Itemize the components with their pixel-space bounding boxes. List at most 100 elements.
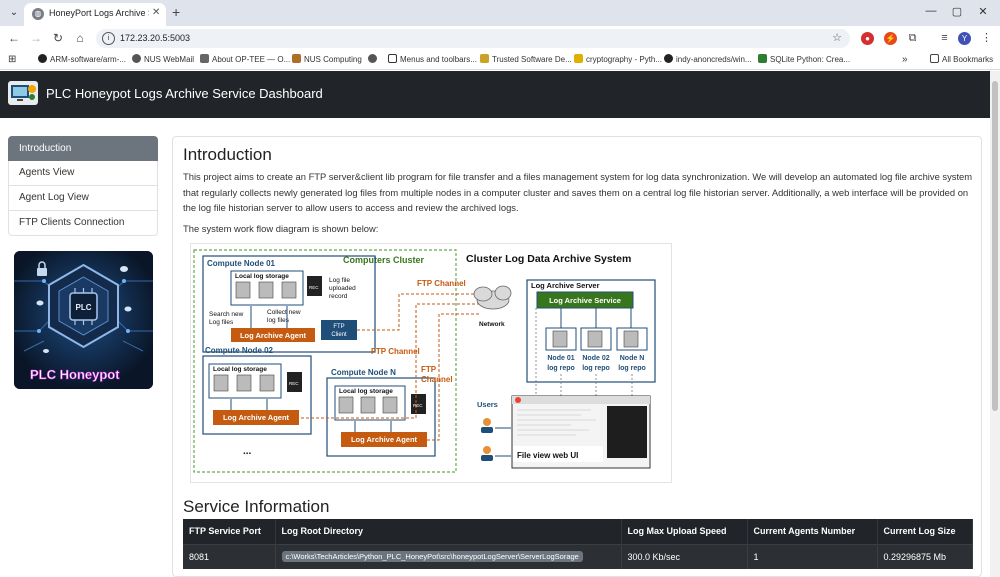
page-scrollbar[interactable] (990, 71, 1000, 577)
node-01-box (202, 255, 376, 353)
poster-chip-label: PLC (76, 303, 92, 312)
ftp-channel-label-2: FTP Channel (371, 347, 420, 356)
brand-logo-icon[interactable] (8, 81, 38, 105)
chrome-icon (515, 397, 521, 403)
all-bookmarks[interactable]: All Bookmarks (930, 54, 993, 64)
log-archive-server-box (526, 279, 656, 383)
sidebar-item-agent-log-view[interactable]: Agent Log View (8, 186, 158, 211)
url-text[interactable]: 172.23.20.5:5003 (120, 33, 191, 43)
repo-files-icon (552, 330, 639, 348)
bookmark-item[interactable]: ARM-software/arm-... (38, 54, 126, 64)
bookmark-item[interactable]: NUS WebMail (132, 54, 194, 64)
rec-icon (411, 394, 426, 414)
repo-1-sub: log repo (547, 365, 575, 372)
log-size-value: 0.29296875 Mb (877, 543, 973, 569)
tab-search-chevron-down-icon[interactable]: ⌄ (9, 7, 19, 18)
back-icon[interactable]: ← (8, 31, 20, 45)
forward-icon[interactable]: → (30, 31, 42, 45)
ftp-channel-label-3b: Channel (421, 375, 453, 384)
agent-n-label: Log Archive Agent (351, 435, 418, 444)
log-files-2-icon (213, 374, 275, 392)
sidebar-item-agents-view[interactable]: Agents View (8, 161, 158, 186)
bookmark-item (368, 54, 380, 64)
menu-icon[interactable]: ⋮ (981, 32, 992, 44)
introduction-paragraph: This project aims to create an FTP serve… (183, 171, 973, 213)
repo-n-sub: log repo (618, 365, 646, 372)
sidebar-item-ftp-clients-connection[interactable]: FTP Clients Connection (8, 211, 158, 236)
cluster-boundary (193, 249, 457, 473)
maximize-icon[interactable]: ▢ (951, 6, 963, 18)
bars-icon (480, 54, 489, 63)
extension-record-icon[interactable]: ● (861, 32, 874, 45)
address-bar[interactable]: i 172.23.20.5:5003 ☆ (96, 29, 850, 48)
minimize-icon[interactable]: — (925, 5, 937, 17)
info-icon[interactable]: i (102, 32, 115, 45)
node-01-arrows (250, 306, 288, 328)
node-n-box (326, 377, 436, 457)
extension-bolt-icon[interactable]: ⚡ (884, 32, 897, 45)
log-files-1-icon (235, 281, 297, 299)
local-storage-1-label: Local log storage (235, 273, 289, 280)
agent-1-box (231, 328, 315, 342)
sidebar-item-introduction[interactable]: Introduction (8, 136, 158, 161)
crest-icon (292, 54, 301, 63)
plus-icon[interactable]: + (172, 4, 181, 20)
agent-1-label: Log Archive Agent (240, 331, 307, 340)
main-content-card: Introduction This project aims to create… (172, 136, 982, 577)
honeypot-circuit-illustration: PLC (14, 251, 153, 389)
scroll-thumb[interactable] (992, 81, 998, 411)
reading-list-icon[interactable]: ≡ (941, 32, 948, 44)
web-ui-label: File view web UI (517, 451, 578, 460)
service-info-table: FTP Service Port Log Root Directory Log … (183, 519, 973, 569)
table-header-row: FTP Service Port Log Root Directory Log … (183, 519, 973, 544)
home-icon[interactable]: ⌂ (76, 31, 84, 45)
ftp-client-label-2: Client (331, 332, 347, 338)
node-02-label: Compute Node 02 (205, 346, 274, 355)
uploaded-record-label-2: uploaded (329, 285, 356, 292)
system-title: Cluster Log Data Archive System (466, 253, 631, 265)
rec-icon (307, 276, 322, 296)
bookmark-item[interactable]: NUS Computing (292, 54, 362, 64)
browser-toolbar: ← → ↻ ⌂ i 172.23.20.5:5003 ☆ ● ⚡ ⧉ ≡ Y ⋮ (0, 26, 1000, 50)
navbar-title[interactable]: PLC Honeypot Logs Archive Service Dashbo… (46, 86, 323, 101)
ftp-channel-label-1: FTP Channel (417, 279, 466, 288)
bookmark-item[interactable]: About OP-TEE — O... (200, 54, 290, 64)
node-02-arrows (230, 399, 268, 410)
log-root-cell: c:\Works\TechArticles\Python_PLC_HoneyPo… (275, 543, 622, 569)
network-label: Network (479, 321, 505, 328)
bookmark-star-icon[interactable]: ☆ (832, 32, 842, 44)
tab-title: HoneyPort Logs Archive Service (49, 8, 149, 18)
repo-n-label: Node N (620, 355, 645, 362)
log-archive-service-label: Log Archive Service (549, 296, 621, 305)
close-icon[interactable]: ✕ (152, 7, 161, 18)
workflow-diagram-svg: Computers Cluster Compute Node 01 Local … (193, 249, 656, 473)
more-nodes-ellipsis: ... (243, 446, 252, 457)
browser-tab[interactable]: ◍ HoneyPort Logs Archive Service ✕ (24, 3, 166, 26)
github-icon (38, 54, 47, 63)
bookmark-item[interactable]: Menus and toolbars... (388, 54, 477, 64)
sqlite-icon (758, 54, 767, 63)
user-icons (481, 418, 493, 461)
agent-n-box (341, 432, 427, 447)
reload-icon[interactable]: ↻ (52, 31, 64, 45)
bookmark-item[interactable]: Trusted Software De... (480, 54, 572, 64)
globe-icon (132, 54, 141, 63)
rec-label: REC (289, 381, 299, 386)
local-storage-n-label: Local log storage (339, 388, 393, 395)
extensions-puzzle-icon[interactable]: ⧉ (908, 32, 917, 44)
table-row: 8081 c:\Works\TechArticles\Python_PLC_Ho… (183, 543, 973, 569)
globe-icon[interactable] (368, 54, 377, 63)
close-window-icon[interactable]: ✕ (978, 6, 988, 18)
avatar[interactable]: Y (958, 32, 971, 45)
log-archive-service-box (536, 291, 634, 309)
bookmark-item[interactable]: indy-anoncreds/win... (664, 54, 752, 64)
web-ui-text-lines (517, 409, 596, 436)
ftp-client-box (321, 320, 357, 340)
bookmark-item[interactable]: cryptography - Pyth... (574, 54, 662, 64)
log-files-label: Log files (209, 319, 234, 326)
more-bookmarks-button[interactable]: » (902, 54, 908, 65)
bookmark-item[interactable]: SQLite Python: Crea... (758, 54, 850, 64)
app-navbar: PLC Honeypot Logs Archive Service Dashbo… (0, 71, 990, 118)
col-ftp-port: FTP Service Port (183, 519, 276, 544)
apps-grid-icon[interactable]: ⊞ (8, 54, 17, 65)
